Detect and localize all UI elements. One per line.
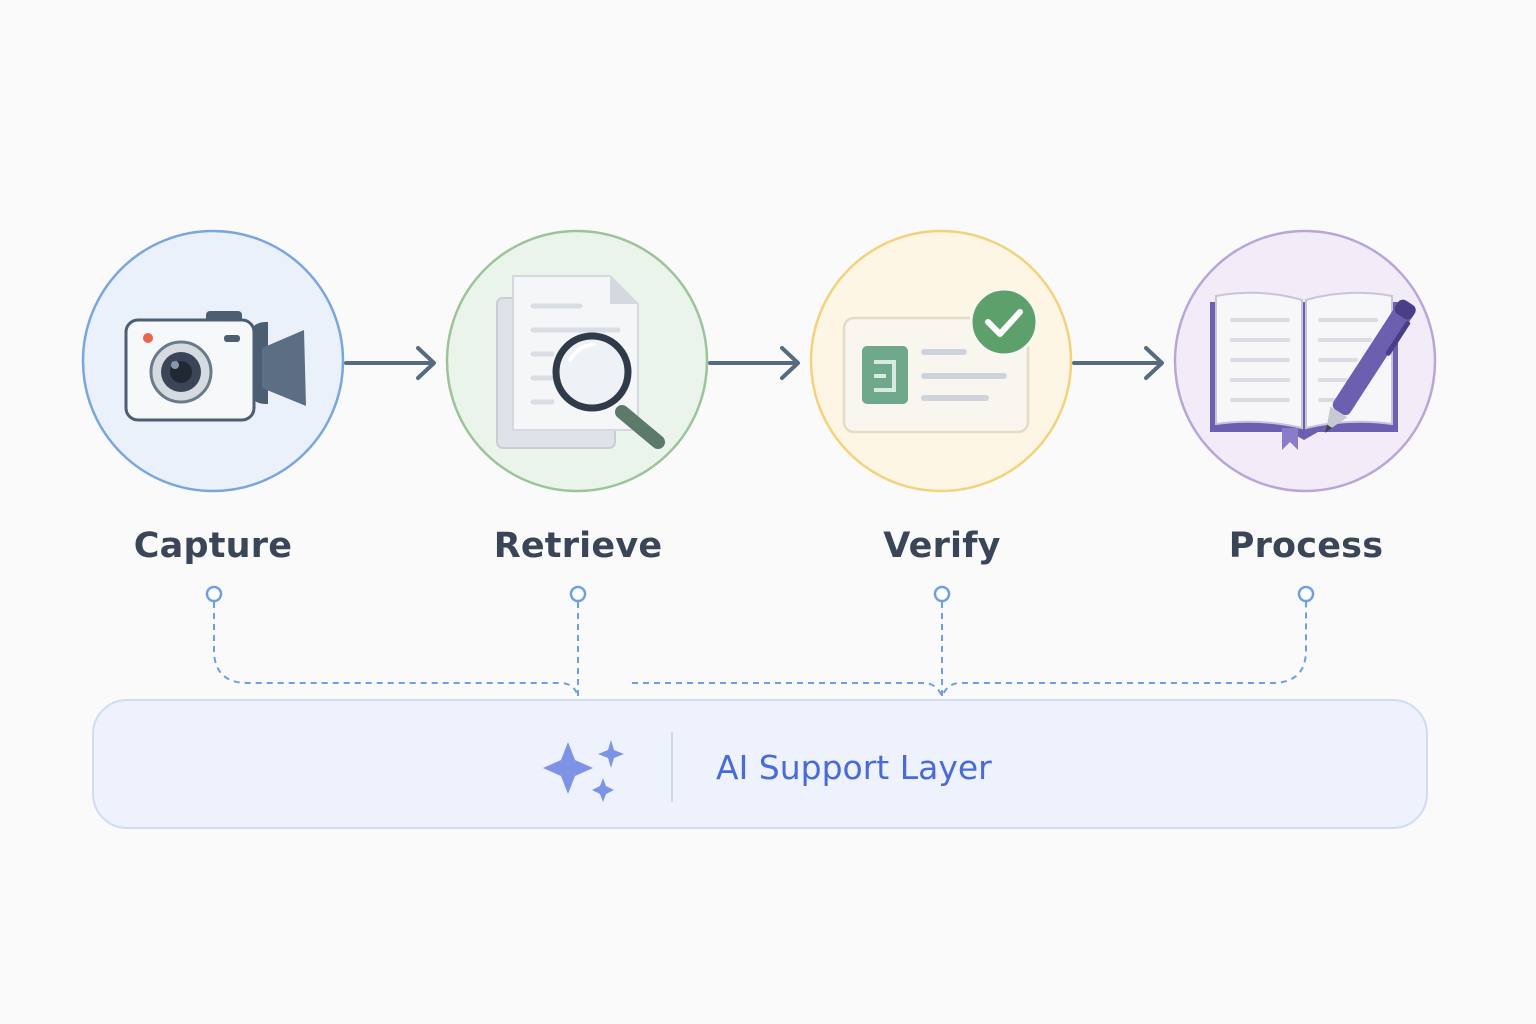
connector-verify-process: [632, 602, 1307, 699]
step-label-verify: Verify: [883, 526, 1001, 566]
arrow-verify-to-process: [1072, 346, 1164, 380]
connector-capture: [213, 602, 579, 697]
arrow-retrieve-to-verify: [708, 346, 800, 380]
verified-card-icon: [842, 287, 1039, 434]
connector-dot-process: [1297, 585, 1315, 603]
step-label-retrieve: Retrieve: [493, 526, 663, 566]
document-search-icon: [496, 275, 665, 449]
support-layer-bar: [92, 699, 1428, 829]
connector-lines: [213, 602, 1307, 699]
connector-dot-verify: [933, 585, 951, 603]
support-layer-label: AI Support Layer: [716, 748, 992, 787]
connector-dot-capture: [205, 585, 223, 603]
book-pen-icon: [1210, 291, 1416, 450]
flow-arrows: [344, 346, 1164, 380]
step-label-process: Process: [1228, 526, 1384, 566]
step-label-capture: Capture: [133, 526, 293, 566]
arrow-capture-to-retrieve: [344, 346, 436, 380]
camera-icon: [124, 311, 306, 422]
connector-dots: [205, 585, 1315, 603]
sparkle-icon: [543, 740, 624, 802]
connector-dot-retrieve: [569, 585, 587, 603]
